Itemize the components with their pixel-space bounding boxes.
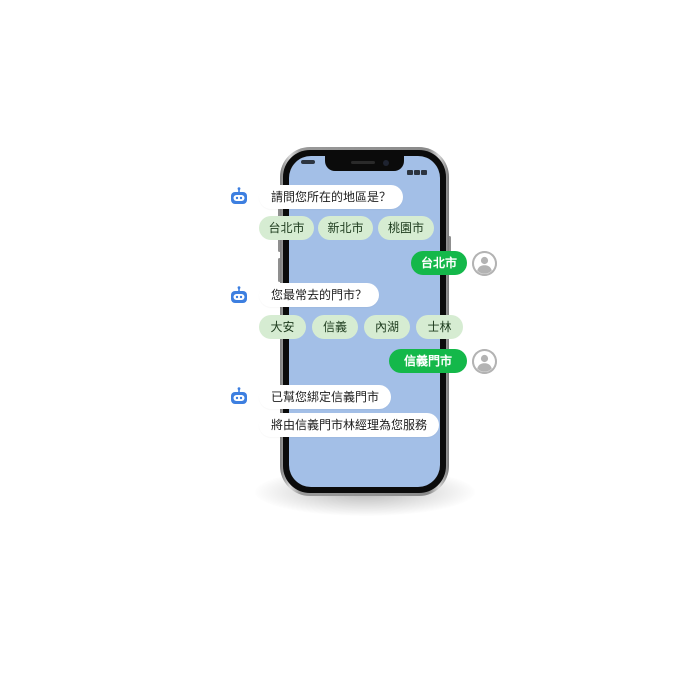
bot-message-region-question: 請問您所在的地區是？ [259, 185, 404, 209]
speaker-grille [351, 161, 375, 164]
option-chip-new-taipei[interactable]: 新北市 [318, 216, 373, 240]
user-avatar-icon [472, 251, 497, 276]
status-icons [406, 160, 430, 175]
option-chip-taoyuan[interactable]: 桃園市 [378, 216, 434, 240]
option-chip-daan[interactable]: 大安 [259, 315, 306, 339]
option-chip-neihu[interactable]: 內湖 [364, 315, 410, 339]
user-message-store: 信義門市 [389, 349, 467, 373]
bot-message-store-question: 您最常去的門市？ [259, 283, 380, 307]
bot-message-bind-confirm: 已幫您綁定信義門市 [259, 385, 392, 409]
robot-icon [231, 187, 247, 204]
robot-icon [231, 387, 247, 404]
option-chip-shilin[interactable]: 士林 [416, 315, 463, 339]
phone-side-button-silent [278, 205, 281, 219]
option-chip-xinyi[interactable]: 信義 [312, 315, 358, 339]
phone-side-button-volume-up [278, 228, 281, 252]
camera-dot [383, 160, 389, 166]
option-chip-taipei[interactable]: 台北市 [259, 216, 314, 240]
robot-icon [231, 286, 247, 303]
bot-message-manager-info: 將由信義門市林經理為您服務 [259, 413, 440, 437]
user-avatar-icon [472, 349, 497, 374]
phone-notch [325, 156, 404, 171]
user-message-region: 台北市 [411, 251, 467, 275]
phone-side-button-volume-down [278, 258, 281, 282]
status-time-bar [301, 160, 315, 164]
